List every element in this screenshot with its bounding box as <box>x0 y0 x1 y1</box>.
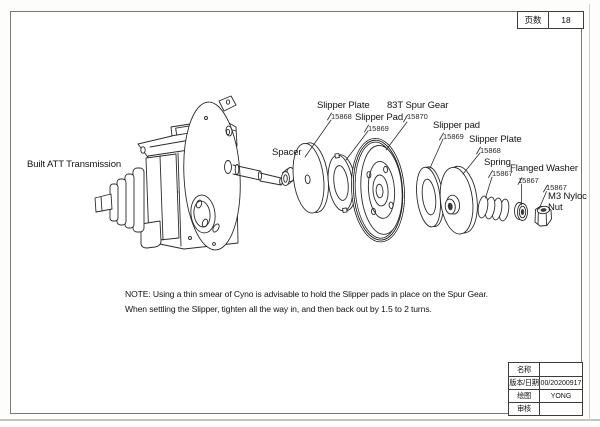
title-block-value: YONG <box>550 392 572 400</box>
spacer-drawing <box>281 167 295 186</box>
spur-gear-part-no: 15870 <box>407 112 428 121</box>
title-block-value: 00/20200917 <box>540 379 582 387</box>
leader-lines <box>304 112 548 210</box>
slipper-plate-2-label: Slipper Plate <box>469 134 522 145</box>
title-block-label: 版本/日期 <box>509 377 540 389</box>
nyloc-nut-drawing <box>534 205 552 227</box>
flanged-washer-label: Flanged Washer <box>510 163 578 174</box>
title-block-label: 审核 <box>509 403 540 415</box>
slipper-pad-2-drawing <box>416 166 444 228</box>
slipper-pad-1-label: Slipper Pad <box>355 112 404 123</box>
flanged-washer-part-no: 15867 <box>518 176 539 185</box>
assembly-note-line2: When settling the Slipper, tighten all t… <box>125 303 432 314</box>
nyloc-nut-label: M3 Nyloc Nut <box>548 191 587 213</box>
spring-drawing <box>477 195 510 222</box>
slipper-pad-1-part-no: 15869 <box>368 124 389 133</box>
spacer-label: Spacer <box>272 147 302 158</box>
transmission-label: Built ATT Transmission <box>27 159 122 170</box>
assembly-note-line1: NOTE: Using a thin smear of Cyno is advi… <box>125 289 488 299</box>
page-number-value: 18 <box>561 15 571 25</box>
slipper-plate-1-part-no: 15868 <box>331 112 352 121</box>
page-number-label: 页数 <box>518 12 549 28</box>
spur-gear-label: 83T Spur Gear <box>387 100 449 111</box>
title-block-label: 绘图 <box>509 390 540 402</box>
spring-part-no: 15867 <box>492 169 513 178</box>
spring-label: Spring <box>484 157 511 168</box>
page-number-box: 页数 18 <box>517 11 584 29</box>
title-block-value <box>540 403 582 415</box>
slipper-plate-1-drawing <box>292 142 329 214</box>
slipper-pad-2-label: Slipper pad <box>433 120 480 131</box>
title-block-row-name: 名称 <box>509 363 582 376</box>
title-block-row-review: 审核 <box>509 402 582 415</box>
title-block-row-drawn-by: 绘图 YONG <box>509 389 582 402</box>
slipper-plate-2-part-no: 15868 <box>480 146 501 155</box>
slipper-pad-1-drawing <box>327 153 357 213</box>
slipper-plate-1-label: Slipper Plate <box>317 100 370 111</box>
scan-edge-bottom <box>0 419 600 421</box>
title-block-label: 名称 <box>509 363 540 376</box>
slipper-pad-2-part-no: 15869 <box>443 132 464 141</box>
flanged-washer-drawing <box>514 202 528 221</box>
spur-gear-drawing <box>351 137 405 243</box>
title-block-row-version-date: 版本/日期 00/20200917 <box>509 376 582 389</box>
title-block-value <box>540 363 582 376</box>
title-block-table: 名称 版本/日期 00/20200917 绘图 YONG 审核 <box>508 362 583 416</box>
slipper-plate-2-drawing <box>439 165 478 235</box>
nyloc-nut-part-no: 15867 <box>546 183 567 192</box>
scan-edge-right <box>589 4 590 420</box>
transmission-drawing <box>94 95 241 251</box>
assembly-note: NOTE: Using a thin smear of Cyno is advi… <box>125 287 488 316</box>
